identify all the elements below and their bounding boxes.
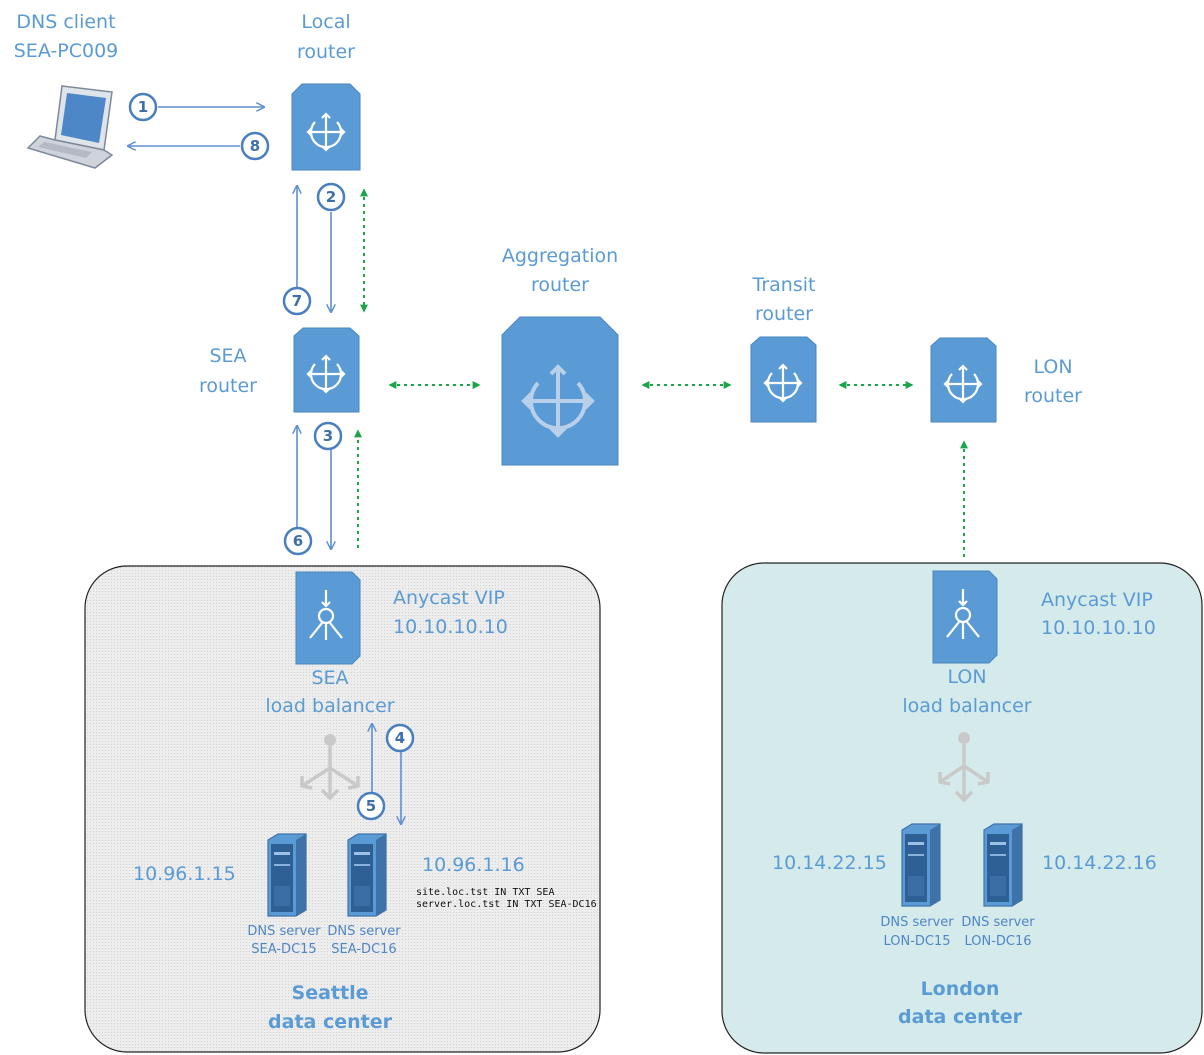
london-title-line2: data center xyxy=(898,1006,1023,1028)
svg-text:1: 1 xyxy=(138,98,148,116)
step-badge-3: 3 xyxy=(313,421,343,451)
seattle-vip-label: Anycast VIP xyxy=(393,587,505,609)
sea-load-balancer-line2: load balancer xyxy=(265,695,394,717)
london-vip-address: 10.10.10.10 xyxy=(1041,617,1156,639)
sea-dc16-line2: SEA-DC16 xyxy=(331,942,396,957)
lon-load-balancer-icon xyxy=(932,570,998,664)
step-badge-8: 8 xyxy=(240,131,270,161)
london-distribution-icon xyxy=(938,732,990,803)
dns-record-server: server.loc.tst IN TXT SEA-DC16 xyxy=(416,899,597,910)
lon-router-icon xyxy=(930,337,997,423)
svg-text:7: 7 xyxy=(292,292,302,310)
lon-dc16-line2: LON-DC16 xyxy=(964,934,1031,949)
server-icon-sea-dc16 xyxy=(347,833,387,917)
svg-text:8: 8 xyxy=(250,137,260,155)
step-badge-7: 7 xyxy=(282,286,312,316)
transit-router-icon xyxy=(750,336,817,423)
svg-text:5: 5 xyxy=(366,797,376,815)
seattle-distribution-icon xyxy=(300,734,360,801)
step-badge-2: 2 xyxy=(316,182,346,212)
london-datacenter-box xyxy=(721,562,1203,1054)
client-name-line1: DNS client xyxy=(16,11,115,33)
local-router-icon xyxy=(291,83,361,171)
aggregation-router-icon xyxy=(501,316,619,466)
seattle-vip-address: 10.10.10.10 xyxy=(393,616,508,638)
lon-dc15-line1: DNS server xyxy=(880,915,954,930)
aggregation-router-line1: Aggregation xyxy=(502,245,618,267)
sea-dc15-ip: 10.96.1.15 xyxy=(133,863,236,885)
server-icon-sea-dc15 xyxy=(267,833,307,917)
aggregation-router-line2: router xyxy=(531,274,589,296)
svg-text:2: 2 xyxy=(326,188,336,206)
sea-router-icon xyxy=(293,327,360,413)
local-router-line2: router xyxy=(297,41,355,63)
local-router-line1: Local xyxy=(301,11,350,33)
lon-router-line1: LON xyxy=(1033,356,1072,378)
server-icon-lon-dc15 xyxy=(901,823,941,907)
svg-text:4: 4 xyxy=(395,729,405,747)
sea-dc16-line1: DNS server xyxy=(327,924,401,939)
lon-dc15-line2: LON-DC15 xyxy=(883,934,950,949)
server-icon-lon-dc16 xyxy=(983,823,1023,907)
sea-router-line2: router xyxy=(199,375,257,397)
lon-router-line2: router xyxy=(1024,385,1082,407)
step-badge-1: 1 xyxy=(128,92,158,122)
sea-dc16-ip: 10.96.1.16 xyxy=(422,854,525,876)
step-badge-4: 4 xyxy=(385,723,415,753)
sea-dc15-line2: SEA-DC15 xyxy=(251,942,316,957)
lon-dc16-line1: DNS server xyxy=(961,915,1035,930)
transit-router-line2: router xyxy=(755,303,813,325)
step-badge-6: 6 xyxy=(283,526,313,556)
seattle-title-line2: data center xyxy=(268,1011,393,1033)
svg-text:6: 6 xyxy=(293,532,303,550)
transit-router-line1: Transit xyxy=(752,274,816,296)
lon-load-balancer-line1: LON xyxy=(947,666,986,688)
sea-load-balancer-line1: SEA xyxy=(311,667,348,689)
seattle-datacenter-box xyxy=(84,565,601,1053)
seattle-title-line1: Seattle xyxy=(292,982,369,1004)
svg-text:3: 3 xyxy=(323,427,333,445)
sea-dc15-line1: DNS server xyxy=(247,924,321,939)
sea-router-line1: SEA xyxy=(209,345,246,367)
sea-load-balancer-icon xyxy=(295,571,361,665)
london-vip-label: Anycast VIP xyxy=(1041,589,1153,611)
client-name-line2: SEA-PC009 xyxy=(14,40,119,62)
lon-dc16-ip: 10.14.22.16 xyxy=(1042,852,1157,874)
lon-dc15-ip: 10.14.22.15 xyxy=(772,852,887,874)
dns-record-site: site.loc.tst IN TXT SEA xyxy=(416,887,554,898)
lon-load-balancer-line2: load balancer xyxy=(902,695,1031,717)
step-badge-5: 5 xyxy=(356,791,386,821)
laptop-icon xyxy=(26,85,114,169)
london-title-line1: London xyxy=(921,978,1000,1000)
